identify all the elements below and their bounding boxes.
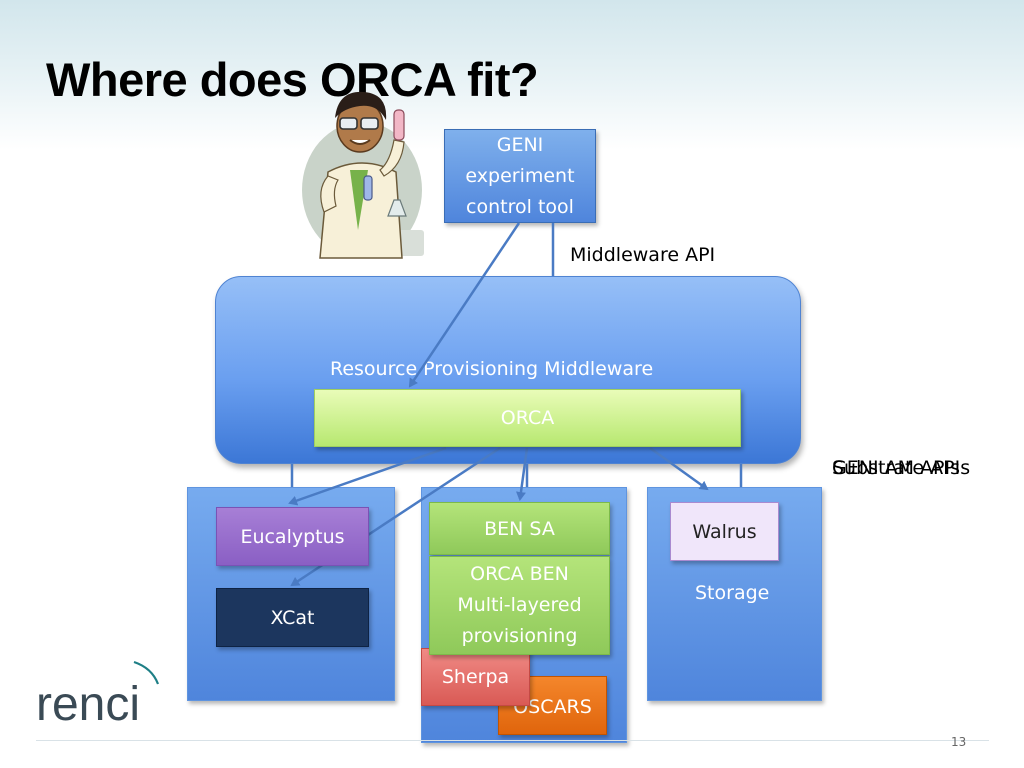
renci-logo-icon: renci — [36, 660, 160, 728]
ben-sa-box: BEN SA — [429, 502, 610, 555]
orca-ben-line1: ORCA BEN — [470, 563, 569, 585]
orca-ben-line3: provisioning — [461, 625, 578, 647]
substrate-apis-label: Substrate APIs — [832, 457, 971, 479]
page-number: 13 — [951, 735, 967, 749]
sherpa-box: Sherpa — [421, 648, 530, 706]
eucalyptus-box: Eucalyptus — [216, 507, 369, 566]
slide-title: Where does ORCA fit? — [46, 53, 539, 106]
orca-ben-line2: Multi-layered — [457, 594, 582, 616]
storage-label: Storage — [695, 582, 770, 604]
orca-ben-box: ORCA BEN Multi-layered provisioning — [429, 556, 610, 655]
geni-tool-line1: GENI — [496, 134, 544, 156]
middleware-label: Resource Provisioning Middleware — [330, 358, 654, 380]
orca-box: ORCA — [314, 389, 741, 447]
scientist-clipart-icon — [302, 91, 424, 259]
middleware-api-label: Middleware API — [570, 244, 716, 266]
renci-logo-text: renci — [36, 678, 140, 728]
arrow-orca-to-eucalyptus — [288, 446, 447, 506]
arrow-orca-to-bensa — [515, 447, 529, 501]
arrow-orca-to-walrus — [649, 446, 709, 491]
geni-tool-line3: control tool — [466, 196, 574, 218]
walrus-box: Walrus — [670, 502, 779, 561]
geni-experiment-control-tool: GENI experiment control tool — [444, 129, 596, 223]
footer-divider — [36, 740, 989, 741]
geni-tool-line2: experiment — [465, 165, 575, 187]
geni-am-apis-label: GENI AM APIs — [832, 457, 960, 479]
xcat-box: XCat — [216, 588, 369, 647]
slide-background — [0, 0, 1024, 150]
arrow-geni-to-orca — [408, 222, 521, 388]
